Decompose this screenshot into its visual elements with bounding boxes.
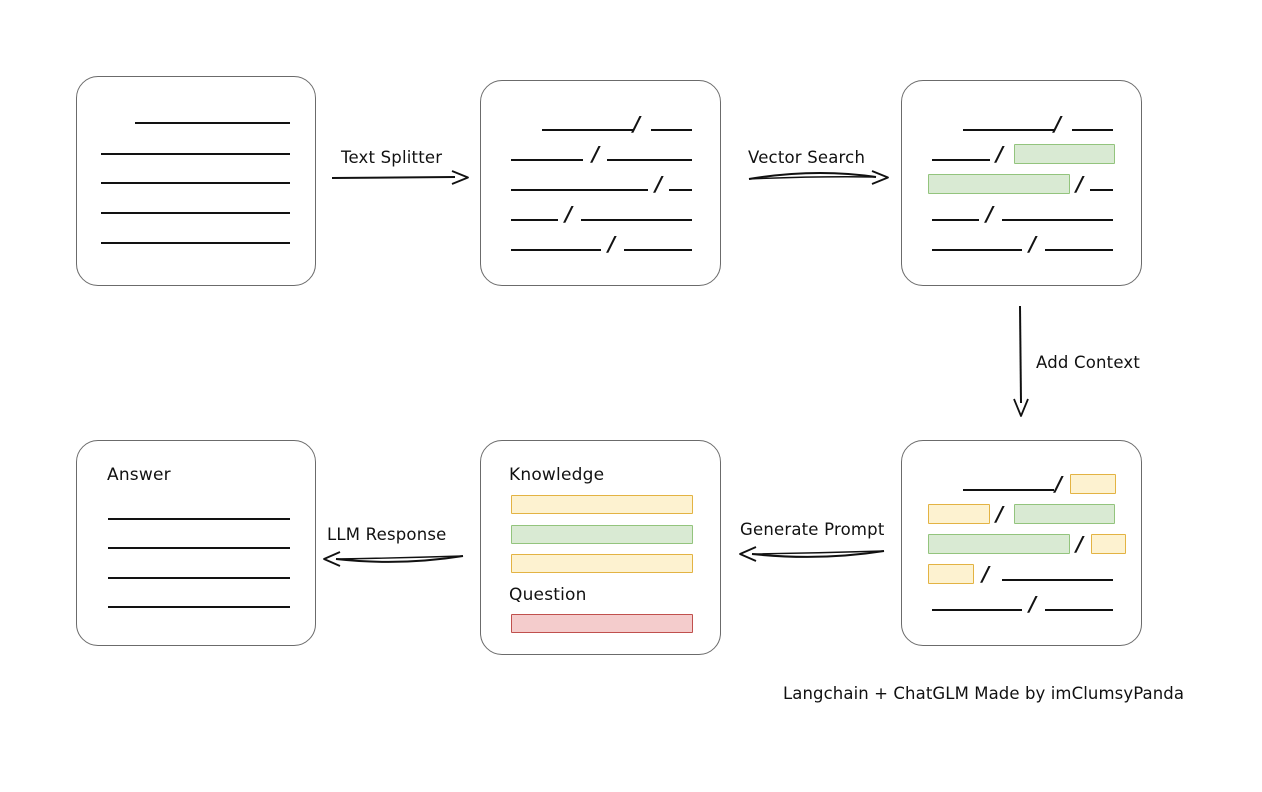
- text-line: [108, 606, 290, 608]
- text-line: [1002, 219, 1113, 221]
- chunk-separator: /: [1029, 592, 1037, 616]
- chunk-separator: /: [1055, 472, 1063, 496]
- text-line: [1002, 579, 1113, 581]
- arrow-add-context: [1013, 305, 1029, 417]
- context-chunk-yellow[interactable]: [1070, 474, 1116, 494]
- text-line: [669, 189, 692, 191]
- answer-heading: Answer: [107, 465, 171, 485]
- text-line: [511, 189, 648, 191]
- context-chunk-yellow[interactable]: [1091, 534, 1126, 554]
- retrieved-chunk-green[interactable]: [928, 174, 1070, 194]
- text-line: [108, 547, 290, 549]
- question-bar-red[interactable]: [511, 614, 693, 633]
- arrow-llm-response: [323, 551, 464, 567]
- chunk-separator: /: [592, 142, 600, 166]
- arrow-text-splitter: [331, 170, 469, 185]
- context-chunk-yellow[interactable]: [928, 504, 990, 524]
- edge-label-generate-prompt: Generate Prompt: [740, 520, 885, 539]
- text-line: [511, 249, 601, 251]
- edge-label-add-context: Add Context: [1036, 353, 1141, 372]
- text-line: [542, 129, 633, 131]
- retrieved-chunk-green[interactable]: [1014, 504, 1115, 524]
- chunk-separator: /: [608, 232, 616, 256]
- text-line: [651, 129, 692, 131]
- chunk-separator: /: [996, 142, 1004, 166]
- chunk-separator: /: [1054, 112, 1062, 136]
- text-line: [1090, 189, 1113, 191]
- text-line: [932, 609, 1022, 611]
- text-line: [932, 159, 990, 161]
- text-line: [108, 577, 290, 579]
- edge-label-vector-search: Vector Search: [748, 148, 866, 167]
- text-line: [932, 249, 1022, 251]
- text-line: [581, 219, 692, 221]
- node-vector-matches[interactable]: / / / / /: [901, 80, 1142, 286]
- question-heading: Question: [509, 585, 587, 605]
- text-line: [963, 489, 1054, 491]
- chunk-separator: /: [633, 112, 641, 136]
- knowledge-bar-green[interactable]: [511, 525, 693, 544]
- knowledge-bar-yellow[interactable]: [511, 495, 693, 514]
- text-line: [135, 122, 290, 124]
- chunk-separator: /: [982, 562, 990, 586]
- text-line: [511, 159, 583, 161]
- context-chunk-yellow[interactable]: [928, 564, 974, 584]
- knowledge-heading: Knowledge: [509, 465, 605, 485]
- text-line: [108, 518, 290, 520]
- arrow-vector-search: [748, 170, 889, 185]
- text-line: [1045, 249, 1113, 251]
- arrow-generate-prompt: [739, 546, 885, 562]
- footer-caption: Langchain + ChatGLM Made by imClumsyPand…: [783, 684, 1185, 703]
- chunk-separator: /: [1076, 532, 1084, 556]
- text-line: [101, 182, 290, 184]
- node-context-added[interactable]: / / / / /: [901, 440, 1142, 646]
- retrieved-chunk-green[interactable]: [1014, 144, 1115, 164]
- node-split-chunks[interactable]: / / / / /: [480, 80, 721, 286]
- chunk-separator: /: [655, 172, 663, 196]
- text-line: [624, 249, 692, 251]
- node-answer[interactable]: Answer: [76, 440, 316, 646]
- text-line: [511, 219, 558, 221]
- chunk-separator: /: [1076, 172, 1084, 196]
- chunk-separator: /: [1029, 232, 1037, 256]
- chunk-separator: /: [986, 202, 994, 226]
- text-line: [607, 159, 692, 161]
- knowledge-bar-yellow[interactable]: [511, 554, 693, 573]
- edge-label-llm-response: LLM Response: [327, 525, 447, 544]
- text-line: [963, 129, 1054, 131]
- chunk-separator: /: [565, 202, 573, 226]
- text-line: [101, 242, 290, 244]
- retrieved-chunk-green[interactable]: [928, 534, 1070, 554]
- text-line: [932, 219, 979, 221]
- text-line: [1072, 129, 1113, 131]
- node-source-document[interactable]: [76, 76, 316, 286]
- chunk-separator: /: [996, 502, 1004, 526]
- text-line: [1045, 609, 1113, 611]
- text-line: [101, 153, 290, 155]
- node-prompt[interactable]: Knowledge Question: [480, 440, 721, 655]
- edge-label-text-splitter: Text Splitter: [341, 148, 443, 167]
- text-line: [101, 212, 290, 214]
